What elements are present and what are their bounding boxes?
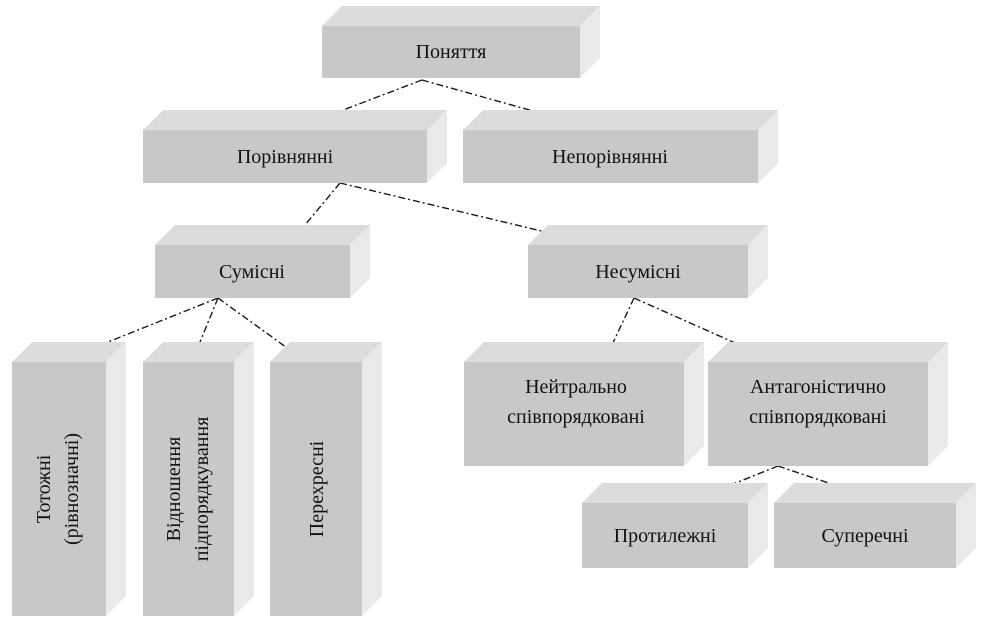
box-subordination: Відношення підпорядкування: [143, 342, 254, 616]
identical-label-line2: (рівнозначні): [61, 433, 83, 545]
box-identical: Тотожні (рівнозначні): [12, 342, 126, 616]
comparable-label: Порівнянні: [237, 146, 334, 168]
contradictory-label: Суперечні: [821, 525, 909, 547]
box-intersecting: Перехресні: [270, 342, 382, 616]
box-opposite: Протилежні: [582, 483, 768, 568]
identical-label-line1: Тотожні: [33, 454, 55, 523]
compatible-label: Сумісні: [219, 261, 285, 283]
root-label: Поняття: [416, 41, 487, 63]
incompatible-label: Несумісні: [595, 261, 681, 283]
box-comparable: Порівнянні: [143, 110, 447, 183]
neutral-label-line1: Нейтрально: [525, 376, 627, 398]
box-antagonistic: Антагоністично співпорядковані: [708, 342, 948, 466]
box-neutral: Нейтрально співпорядковані: [464, 342, 704, 466]
intersecting-label: Перехресні: [306, 440, 328, 537]
opposite-label: Протилежні: [614, 525, 717, 547]
antagonistic-label-line1: Антагоністично: [750, 376, 886, 398]
box-compatible: Сумісні: [155, 225, 370, 298]
neutral-label-line2: співпорядковані: [507, 406, 645, 428]
subordination-label-line1: Відношення: [163, 437, 185, 542]
subordination-label-line2: підпорядкування: [191, 417, 213, 562]
box-contradictory: Суперечні: [774, 483, 976, 568]
box-root: Поняття: [322, 6, 600, 78]
connector-compatible-identical: [107, 297, 219, 343]
box-incompatible: Несумісні: [528, 225, 768, 298]
connector-incompatible-neutral: [603, 297, 635, 363]
box-incomparable: Непорівнянні: [463, 110, 778, 183]
antagonistic-label-line2: співпорядковані: [749, 406, 887, 428]
incomparable-label: Непорівнянні: [552, 146, 668, 168]
